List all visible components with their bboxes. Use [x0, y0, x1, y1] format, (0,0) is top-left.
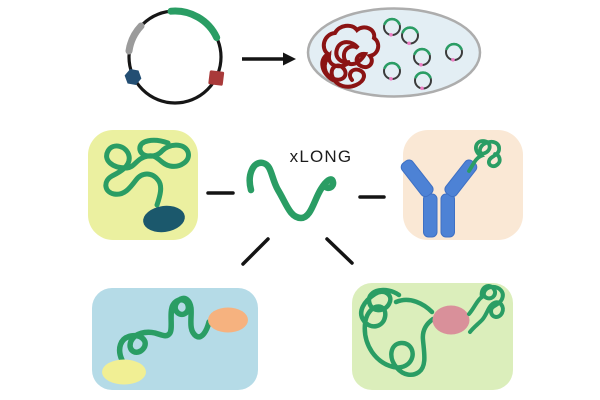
antibody-arm-left: [400, 159, 434, 198]
plasmid-green-gene-segment: [167, 7, 221, 42]
plasmid-gray-segment: [125, 22, 145, 55]
panel-antibody: [400, 130, 523, 240]
panel-rna-protein-teal: [88, 130, 198, 240]
xlong-rna-squiggle: [246, 159, 337, 222]
rna-squiggle-two-tags: [117, 295, 212, 363]
connector-bottom-left: [241, 237, 270, 266]
connector-bottom-right: [325, 237, 354, 265]
genomic-dna-tangle: [320, 23, 381, 89]
cell-with-plasmids: [306, 7, 482, 98]
panel-rna-complex: [352, 283, 513, 390]
plasmid-blue-hexagon-marker: [124, 68, 142, 86]
plasmid-map: [124, 7, 225, 105]
connector-lines: [206, 191, 386, 266]
rna-tangle-squiggle: [103, 137, 191, 208]
cell-oval: [306, 7, 482, 98]
rna-tangle-left: [358, 287, 436, 378]
rna-strand-cross: [393, 297, 435, 315]
transfection-arrow: [242, 52, 296, 66]
rna-tangle-right: [467, 284, 505, 334]
antibody-heavy-chain-left: [423, 193, 438, 238]
yellow-protein-oval: [102, 359, 146, 385]
pink-protein-oval: [432, 305, 470, 335]
orange-protein-oval: [208, 307, 248, 333]
arrow-head: [283, 52, 296, 66]
teal-protein-oval: [143, 205, 185, 233]
plasmid-red-square-marker: [208, 70, 225, 86]
rna-curl-on-antibody: [467, 139, 502, 173]
xlong-label: xLONG: [290, 147, 353, 166]
xlong-center: xLONG: [246, 147, 353, 222]
antibody-heavy-chain-right: [440, 193, 455, 238]
panel-rna-two-tags: [92, 288, 258, 390]
